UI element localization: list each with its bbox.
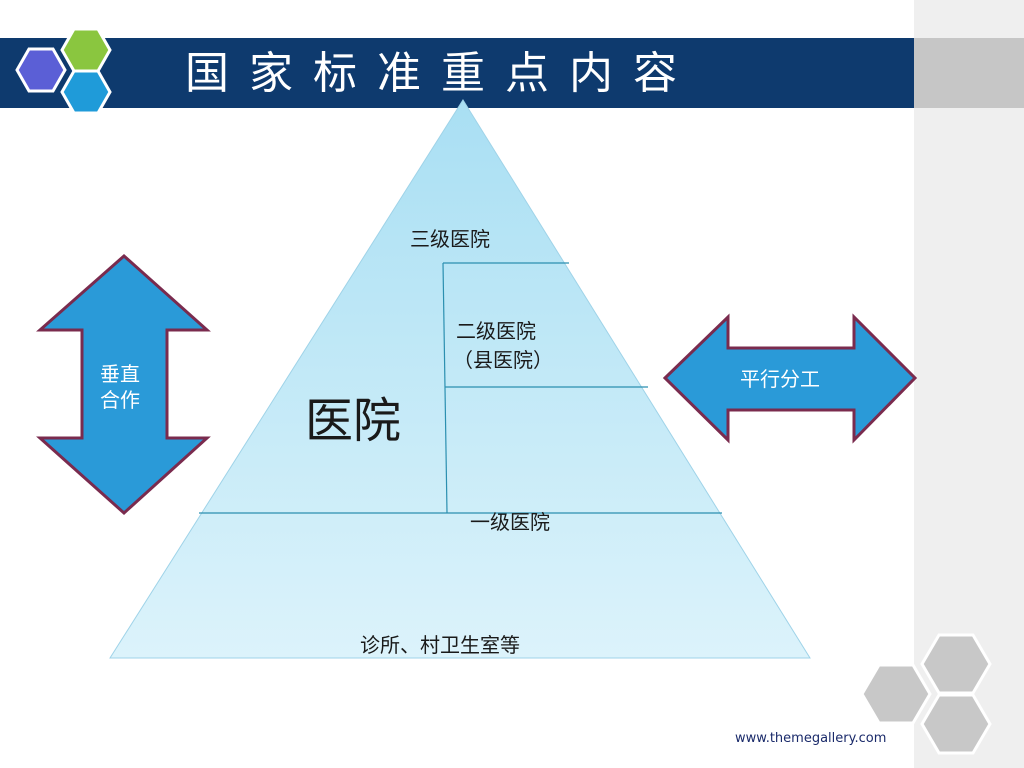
horizontal-arrow-label: 平行分工 <box>740 367 820 391</box>
vertical-arrow-label-line2: 合作 <box>100 388 140 412</box>
pyramid-shape <box>109 99 811 659</box>
tier-label-third: 三级医院 <box>410 227 490 251</box>
gray-hexagon-icon <box>860 633 992 755</box>
horizontal-double-arrow <box>662 313 918 444</box>
hexagon-cluster-icon <box>15 27 112 115</box>
vertical-arrow-label-line1: 垂直 <box>100 362 140 386</box>
tier-label-base: 诊所、村卫生室等 <box>360 633 520 657</box>
tier-label-first: 一级医院 <box>470 510 550 534</box>
footer-url: www.themegallery.com <box>735 731 887 746</box>
page-title: 国家标准重点内容 <box>185 48 697 99</box>
right-gray-strip <box>914 38 1024 108</box>
tier-label-second-sub: （县医院） <box>453 348 553 372</box>
tier-label-second: 二级医院 <box>456 319 536 343</box>
pyramid-main-label: 医院 <box>305 393 402 449</box>
title-bar <box>0 38 914 108</box>
vertical-double-arrow <box>36 253 211 516</box>
tier-divider-vertical <box>442 262 448 514</box>
hospital-pyramid <box>109 99 811 659</box>
